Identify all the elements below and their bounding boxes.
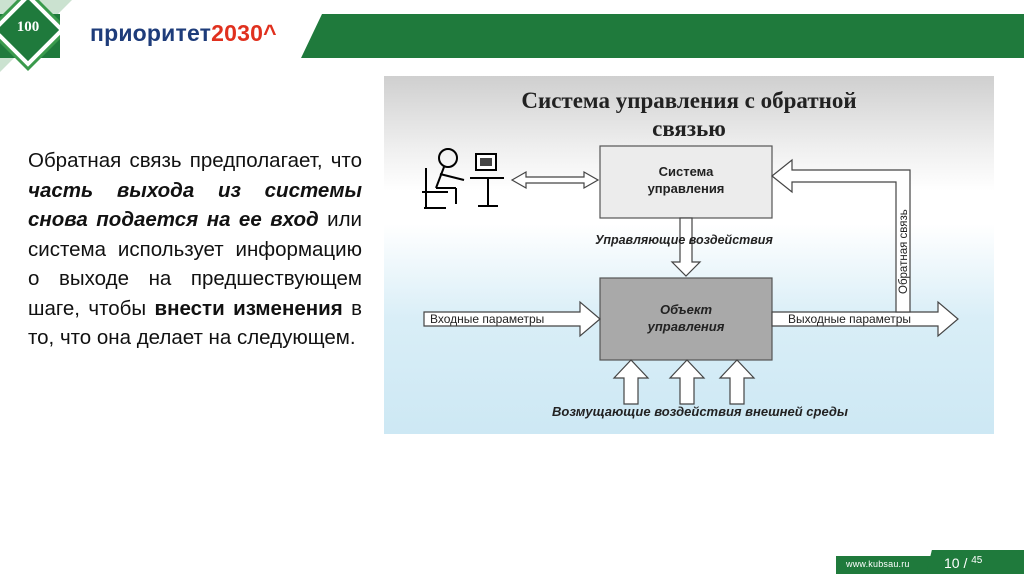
control-object-label-2: управления (647, 319, 725, 334)
paragraph-emphasis: часть выхода из системы снова подается н… (28, 178, 362, 232)
page-indicator: 10 / 45 (944, 555, 982, 571)
input-arrow (423, 300, 601, 338)
page-current: 10 (944, 555, 960, 571)
brand-main: приоритет (90, 20, 212, 46)
brand-caret: ^ (263, 20, 277, 46)
input-params-label: Входные параметры (430, 312, 544, 326)
user-control-arrow (510, 170, 600, 190)
control-object-box (599, 277, 773, 361)
diagram-title-line1: Система управления с обратной (521, 88, 856, 113)
output-arrow (771, 300, 959, 338)
feedback-diagram: Система управления с обратной связью Сис… (422, 88, 959, 419)
feedback-label: Обратная связь (898, 209, 910, 294)
anniversary-badge-text: 100 (16, 19, 40, 35)
control-actions-label: Управляющие воздействия (595, 233, 773, 247)
control-object-label: Объект (660, 302, 713, 317)
page-total: 45 (971, 555, 983, 566)
main-paragraph: Обратная связь предполагает, что часть в… (28, 146, 362, 353)
control-action-arrow (670, 217, 702, 277)
control-system-label-2: управления (648, 181, 725, 196)
brand-year: 2030 (211, 20, 264, 46)
page-indicator-box (926, 550, 1024, 574)
paragraph-text: Обратная связь предполагает, что (28, 149, 362, 172)
control-system-label: Система (659, 164, 714, 179)
output-params-label: Выходные параметры (788, 312, 911, 326)
paragraph-bold: внести изменения (154, 296, 343, 320)
user-computer-icon (422, 148, 504, 209)
diagram-image: Система управления с обратной связью Сис… (384, 76, 994, 434)
brand-logo: приоритет2030^ (90, 20, 277, 47)
paragraph-text: в то, что она делает на следующем. (28, 296, 362, 350)
feedback-arrow (771, 158, 911, 313)
brand-logo-plate (60, 14, 322, 58)
disturbance-arrows (612, 359, 756, 405)
footer-url[interactable]: www.kubsau.ru (846, 559, 910, 569)
disturbances-label: Возмущающие воздействия внешней среды (552, 404, 848, 419)
diagram-title-line2: связью (652, 116, 726, 141)
paragraph-text: или система использует информацию о выхо… (28, 208, 362, 320)
page-separator: / (959, 555, 972, 571)
